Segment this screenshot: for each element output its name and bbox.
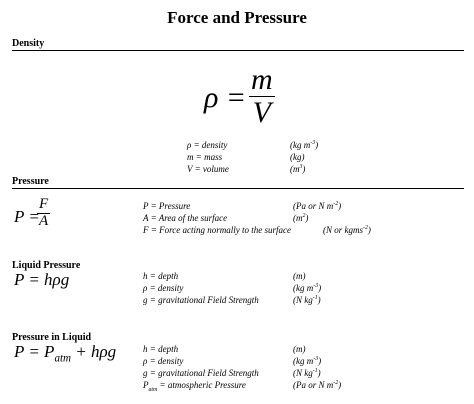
pressure-in-liquid-formula: P = Patm + hρg	[14, 342, 117, 365]
inliquid-var-def: ρ = density	[143, 356, 184, 366]
pressure-var-def: F = Force acting normally to the surface	[143, 225, 291, 235]
pressure-var-def: A = Area of the surface	[143, 213, 228, 223]
pressure-formula-denominator: A	[39, 212, 49, 229]
liquid-var-unit: (m)	[293, 271, 306, 281]
density-formula-numerator: m	[249, 63, 275, 97]
density-var-unit: (kg m-3)	[290, 140, 319, 150]
density-var-unit: (m3)	[290, 164, 306, 174]
density-var-def: m = mass	[187, 152, 223, 162]
pressure-var-def: P = Pressure	[143, 201, 191, 211]
liquid-var-def: h = depth	[143, 271, 179, 281]
pressure-var-unit: (m2)	[293, 213, 309, 223]
density-var-unit: (kg)	[290, 152, 305, 162]
pressure-var-unit: (Pa or N m-2)	[293, 201, 342, 211]
density-var-def: V = volume	[187, 164, 229, 174]
pressure-formula-numerator: F	[37, 196, 51, 214]
inliquid-var-def: g = gravitational Field Strength	[143, 368, 259, 378]
pressure-formula-fraction: F A	[37, 196, 51, 230]
density-formula-fraction: m V	[249, 64, 275, 128]
inliquid-var-unit: (m)	[293, 344, 306, 354]
section-heading-liquid-pressure: Liquid Pressure	[12, 260, 81, 271]
inliquid-var-unit: (Pa or N m-2)	[293, 380, 342, 390]
liquid-var-def: g = gravitational Field Strength	[143, 295, 259, 305]
pressure-formula-lhs: P =	[14, 207, 40, 226]
section-heading-pressure-in-liquid: Pressure in Liquid	[12, 332, 92, 343]
section-heading-density: Density	[12, 38, 45, 49]
density-formula-denominator: V	[252, 95, 271, 129]
liquid-var-unit: (N kg-1)	[293, 295, 321, 305]
page-title: Force and Pressure	[167, 8, 307, 27]
density-formula-lhs: ρ =	[204, 81, 247, 114]
inliquid-var-def: h = depth	[143, 344, 179, 354]
pressure-var-unit: (N or kgms-2)	[323, 225, 371, 235]
inliquid-var-unit: (kg m-3)	[293, 356, 322, 366]
inliquid-var-unit: (N kg-1)	[293, 368, 321, 378]
section-heading-pressure: Pressure	[12, 176, 49, 187]
liquid-var-unit: (kg m-3)	[293, 283, 322, 293]
liquid-pressure-formula: P = hρg	[14, 270, 70, 289]
inliquid-var-def: Patm = atmospheric Pressure	[143, 380, 246, 393]
liquid-var-def: ρ = density	[143, 283, 184, 293]
density-var-def: ρ = density	[187, 140, 228, 150]
section-divider	[12, 188, 464, 189]
section-divider	[12, 50, 464, 51]
